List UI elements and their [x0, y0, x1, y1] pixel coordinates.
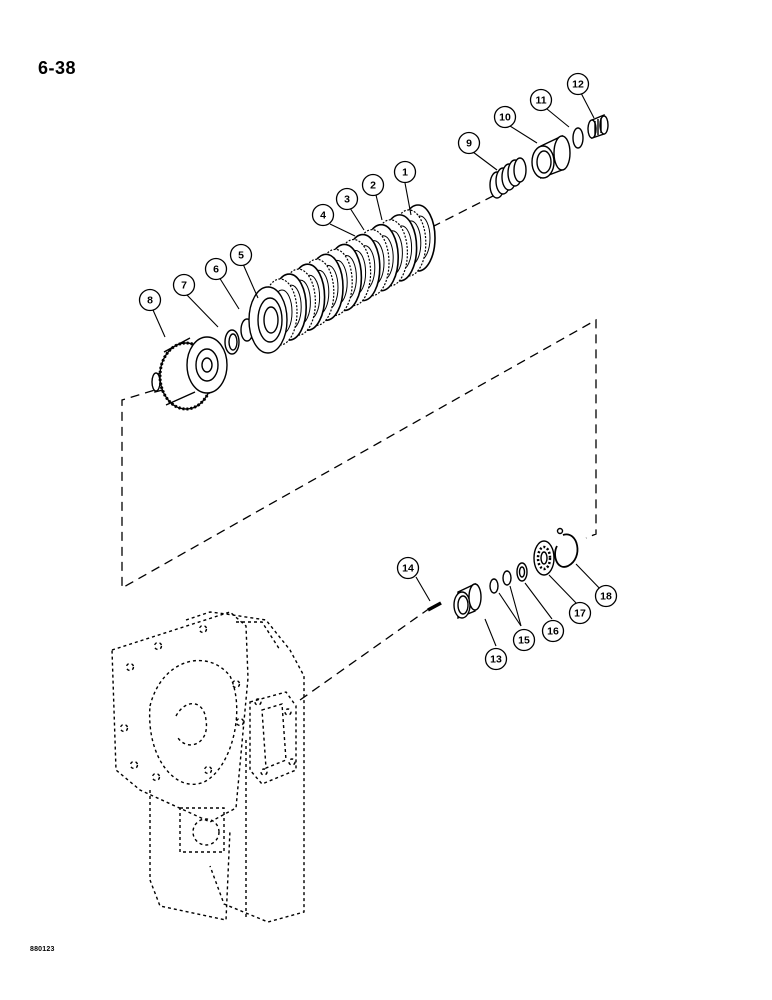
- callout-6: 6: [204, 257, 228, 281]
- transmission-housing: [111, 611, 305, 923]
- part-18-snap-ring: [554, 527, 579, 568]
- callout-number: 17: [574, 608, 586, 620]
- part-11-snap-ring: [572, 127, 584, 149]
- callout-number: 16: [547, 626, 559, 638]
- callout-circle: [138, 288, 162, 312]
- callout-number: 13: [490, 654, 502, 666]
- callout-number: 8: [147, 295, 153, 307]
- callout-2: 2: [361, 173, 385, 197]
- part-17-bearing: [533, 540, 555, 576]
- callout-circle: [393, 160, 417, 184]
- callout-circle: [568, 601, 592, 625]
- callout-3: 3: [335, 187, 359, 211]
- part-15-washers: [489, 570, 512, 594]
- callout-9: 9: [457, 131, 481, 155]
- callout-number: 9: [466, 138, 472, 150]
- callout-14: 14: [396, 556, 420, 580]
- callout-number: 10: [499, 112, 511, 124]
- callout-circle: [457, 131, 481, 155]
- callout-circle: [311, 203, 335, 227]
- callout-18: 18: [594, 584, 618, 608]
- callout-number: 3: [344, 194, 350, 206]
- callout-circle: [484, 647, 508, 671]
- callout-number: 18: [600, 591, 612, 603]
- part-8-gear-shaft: [151, 336, 228, 411]
- callout-circle: [396, 556, 420, 580]
- callout-circle: [541, 619, 565, 643]
- callout-10: 10: [493, 105, 517, 129]
- callout-number: 6: [213, 264, 219, 276]
- callout-circle: [512, 628, 536, 652]
- callout-number: 4: [320, 210, 326, 222]
- callout-4: 4: [311, 203, 335, 227]
- callout-11: 11: [529, 88, 553, 112]
- assembly-guide-lines: [121, 194, 597, 701]
- part-9-spring: [489, 157, 527, 199]
- callout-5: 5: [229, 243, 253, 267]
- callout-circle: [172, 273, 196, 297]
- callout-8: 8: [138, 288, 162, 312]
- callout-number: 7: [181, 280, 187, 292]
- callout-number: 1: [402, 167, 408, 179]
- callout-number: 14: [402, 563, 414, 575]
- callout-circle: [335, 187, 359, 211]
- clutch-plate-pack: [262, 204, 436, 346]
- callout-17: 17: [568, 601, 592, 625]
- figure-code: 880123: [30, 946, 55, 953]
- part-5-piston: [248, 286, 288, 354]
- part-14-pin: [427, 601, 442, 612]
- part-13-sleeve: [453, 582, 482, 620]
- callout-13: 13: [484, 647, 508, 671]
- callout-circle: [204, 257, 228, 281]
- callout-number: 15: [518, 635, 530, 647]
- part-10-bearing: [531, 134, 571, 180]
- callout-circle: [361, 173, 385, 197]
- callout-leaders: [152, 92, 606, 647]
- callout-circle: [566, 72, 590, 96]
- callout-number: 2: [370, 180, 376, 192]
- part-12-needle-bearing: [587, 113, 609, 139]
- callout-circle: [594, 584, 618, 608]
- callout-circle: [229, 243, 253, 267]
- callout-7: 7: [172, 273, 196, 297]
- part-7-ring: [224, 329, 240, 355]
- callout-circle: [529, 88, 553, 112]
- callout-16: 16: [541, 619, 565, 643]
- callout-12: 12: [566, 72, 590, 96]
- callout-circle: [493, 105, 517, 129]
- part-16-ring: [516, 562, 528, 582]
- callout-number: 11: [535, 95, 546, 107]
- callout-number: 5: [238, 250, 244, 262]
- callout-number: 12: [572, 79, 584, 91]
- callout-1: 1: [393, 160, 417, 184]
- callout-15: 15: [512, 628, 536, 652]
- page-number: 6-38: [38, 58, 77, 78]
